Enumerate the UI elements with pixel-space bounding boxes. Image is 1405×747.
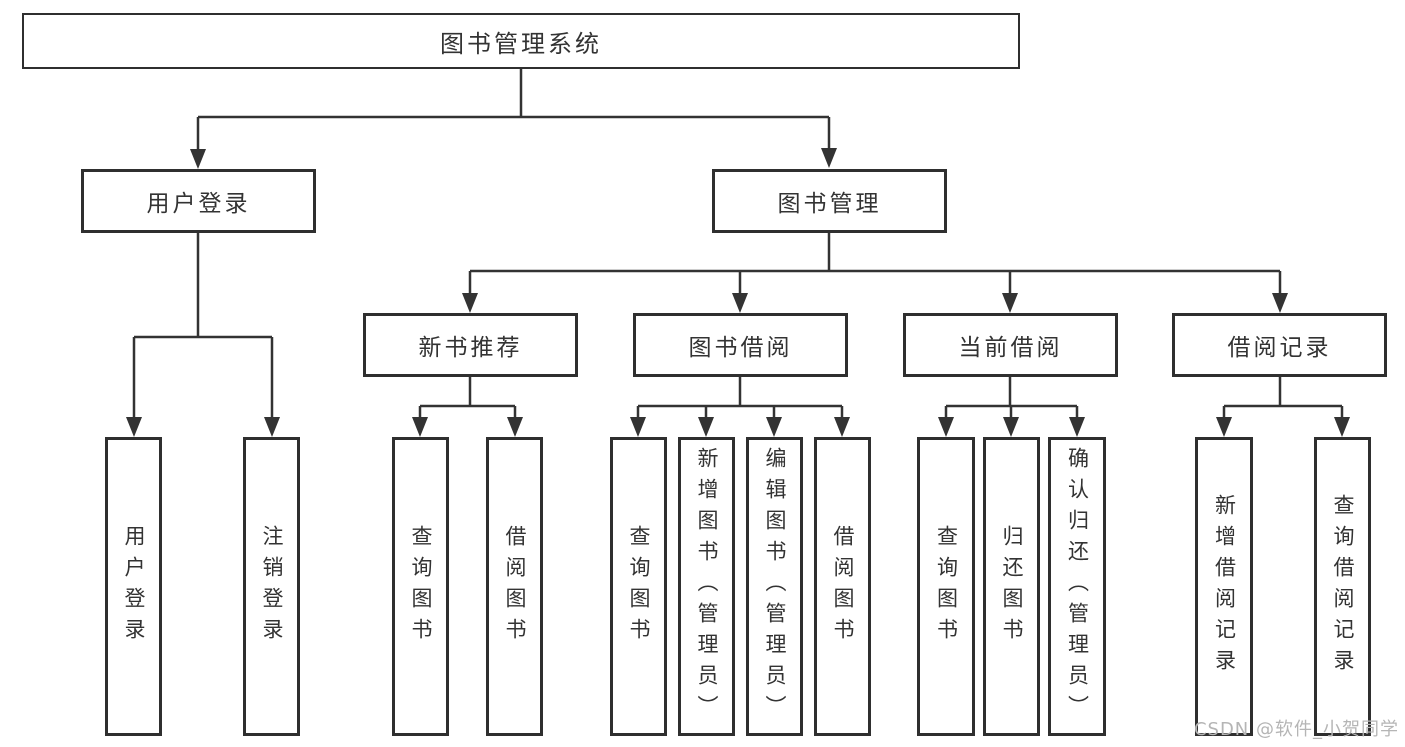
leaf-user-login: 用户登录 [105,437,162,736]
node-user-login: 用户登录 [81,169,316,233]
node-current-borrow: 当前借阅 [903,313,1118,377]
leaf-label: 查询图书 [409,524,433,649]
leaf-confirm-return-admin: 确认归还（管理员） [1048,437,1106,736]
leaf-label: 查询借阅记录 [1331,493,1355,680]
leaf-add-borrow-record: 新增借阅记录 [1195,437,1253,736]
leaf-query-borrow-record: 查询借阅记录 [1314,437,1371,736]
leaf-logout: 注销登录 [243,437,300,736]
leaf-label: 用户登录 [122,524,146,649]
leaf-label: 借阅图书 [503,524,527,649]
node-borrow-records: 借阅记录 [1172,313,1387,377]
node-book-borrow: 图书借阅 [633,313,848,377]
csdn-watermark: CSDN @软件_小贺同学 [1193,719,1399,740]
leaf-label: 查询图书 [627,524,651,649]
leaf-label: 归还图书 [1000,524,1024,649]
leaf-return-books: 归还图书 [983,437,1040,736]
leaf-query-books-current: 查询图书 [917,437,975,736]
leaf-label: 新增图书（管理员） [695,447,719,726]
leaf-label: 借阅图书 [831,524,855,649]
node-library-management-system: 图书管理系统 [22,13,1020,69]
leaf-borrow-books-recommend: 借阅图书 [486,437,543,736]
leaf-label: 编辑图书（管理员） [763,447,787,726]
leaf-borrow-books: 借阅图书 [814,437,871,736]
leaf-edit-books-admin: 编辑图书（管理员） [746,437,803,736]
node-new-book-recommend: 新书推荐 [363,313,578,377]
node-book-management: 图书管理 [712,169,947,233]
leaf-label: 确认归还（管理员） [1065,447,1090,726]
leaf-label: 查询图书 [934,524,959,649]
leaf-label: 注销登录 [260,524,284,649]
leaf-query-books-recommend: 查询图书 [392,437,449,736]
leaf-add-books-admin: 新增图书（管理员） [678,437,735,736]
leaf-query-books-borrow: 查询图书 [610,437,667,736]
leaf-label: 新增借阅记录 [1212,493,1237,680]
